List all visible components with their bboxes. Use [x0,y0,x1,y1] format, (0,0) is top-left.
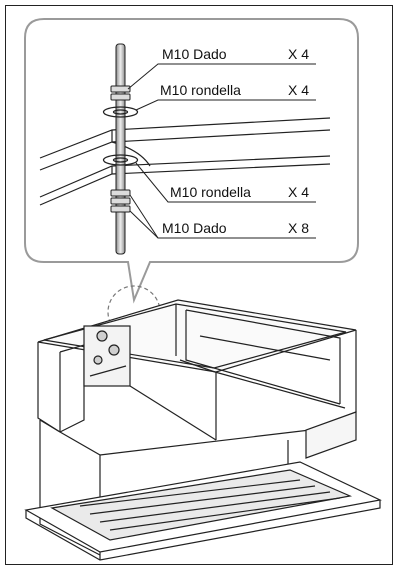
label-part-2: M10 rondella [160,82,241,98]
label-qty-3: X 4 [288,184,309,200]
label-part-3: M10 rondella [170,184,251,200]
label-qty-4: X 8 [288,220,309,236]
upper-nut [110,85,131,101]
ceiling-unit [24,299,382,561]
upper-washer [102,106,139,118]
label-qty-2: X 4 [288,82,309,98]
callout-bubble [24,18,359,304]
lower-nuts [110,189,131,213]
label-qty-1: X 4 [288,46,309,62]
label-line-1 [127,63,316,90]
label-line-3 [135,162,316,203]
label-line-2 [135,99,316,111]
label-part-4: M10 Dado [162,220,227,236]
lower-washer [102,154,139,166]
label-line-4 [129,194,316,239]
threaded-rod [115,43,126,255]
label-part-1: M10 Dado [162,46,227,62]
support-beam [39,117,331,206]
